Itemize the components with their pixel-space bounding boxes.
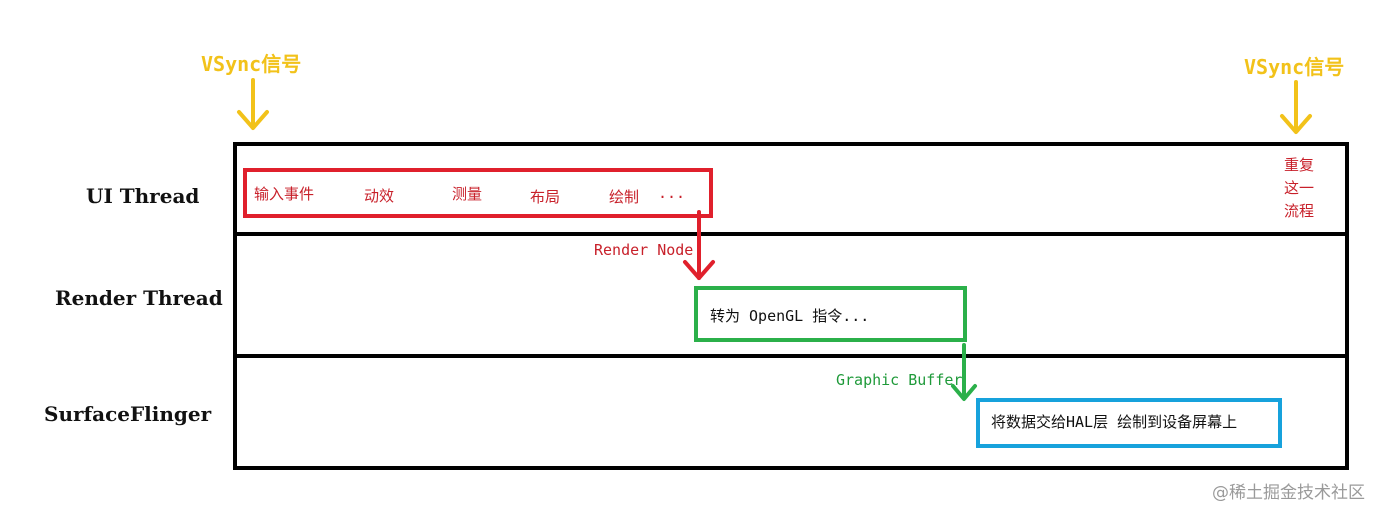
graphic-buffer-label: Graphic Buffer — [836, 371, 963, 389]
graphic-buffer-arrow — [951, 343, 977, 401]
lane-label-render-thread: Render Thread — [55, 286, 223, 310]
vsync-arrow-left — [237, 78, 269, 130]
vsync-label-right: VSync信号 — [1244, 55, 1345, 79]
render-box-text: 转为 OpenGL 指令... — [710, 307, 870, 325]
lane-divider-ui-render — [233, 232, 1349, 236]
ui-step-ellipsis: ... — [658, 184, 686, 202]
repeat-note-line-2: 这一 — [1284, 179, 1315, 197]
ui-step-draw: 绘制 — [609, 188, 640, 206]
vsync-label-left: VSync信号 — [201, 52, 302, 76]
ui-step-animation: 动效 — [364, 187, 395, 205]
render-node-arrow — [683, 210, 715, 280]
render-node-label: Render Node — [594, 241, 694, 259]
lane-label-surfaceflinger: SurfaceFlinger — [44, 402, 212, 426]
surface-box-text: 将数据交给HAL层 绘制到设备屏幕上 — [991, 413, 1238, 431]
watermark-text: @稀土掘金技术社区 — [1212, 483, 1365, 503]
repeat-note-line-1: 重复 — [1284, 156, 1315, 174]
lane-divider-render-surface — [233, 354, 1345, 358]
lane-label-ui-thread: UI Thread — [86, 184, 200, 208]
ui-step-layout: 布局 — [530, 188, 561, 206]
render-thread-box — [694, 286, 967, 342]
ui-step-measure: 测量 — [452, 185, 483, 203]
timeline-frame — [233, 142, 1349, 470]
vsync-arrow-right — [1280, 80, 1312, 134]
repeat-note-line-3: 流程 — [1284, 202, 1315, 220]
surfaceflinger-box — [976, 398, 1282, 448]
ui-thread-tasks-box — [243, 168, 713, 218]
ui-step-input-events: 输入事件 — [254, 185, 315, 203]
